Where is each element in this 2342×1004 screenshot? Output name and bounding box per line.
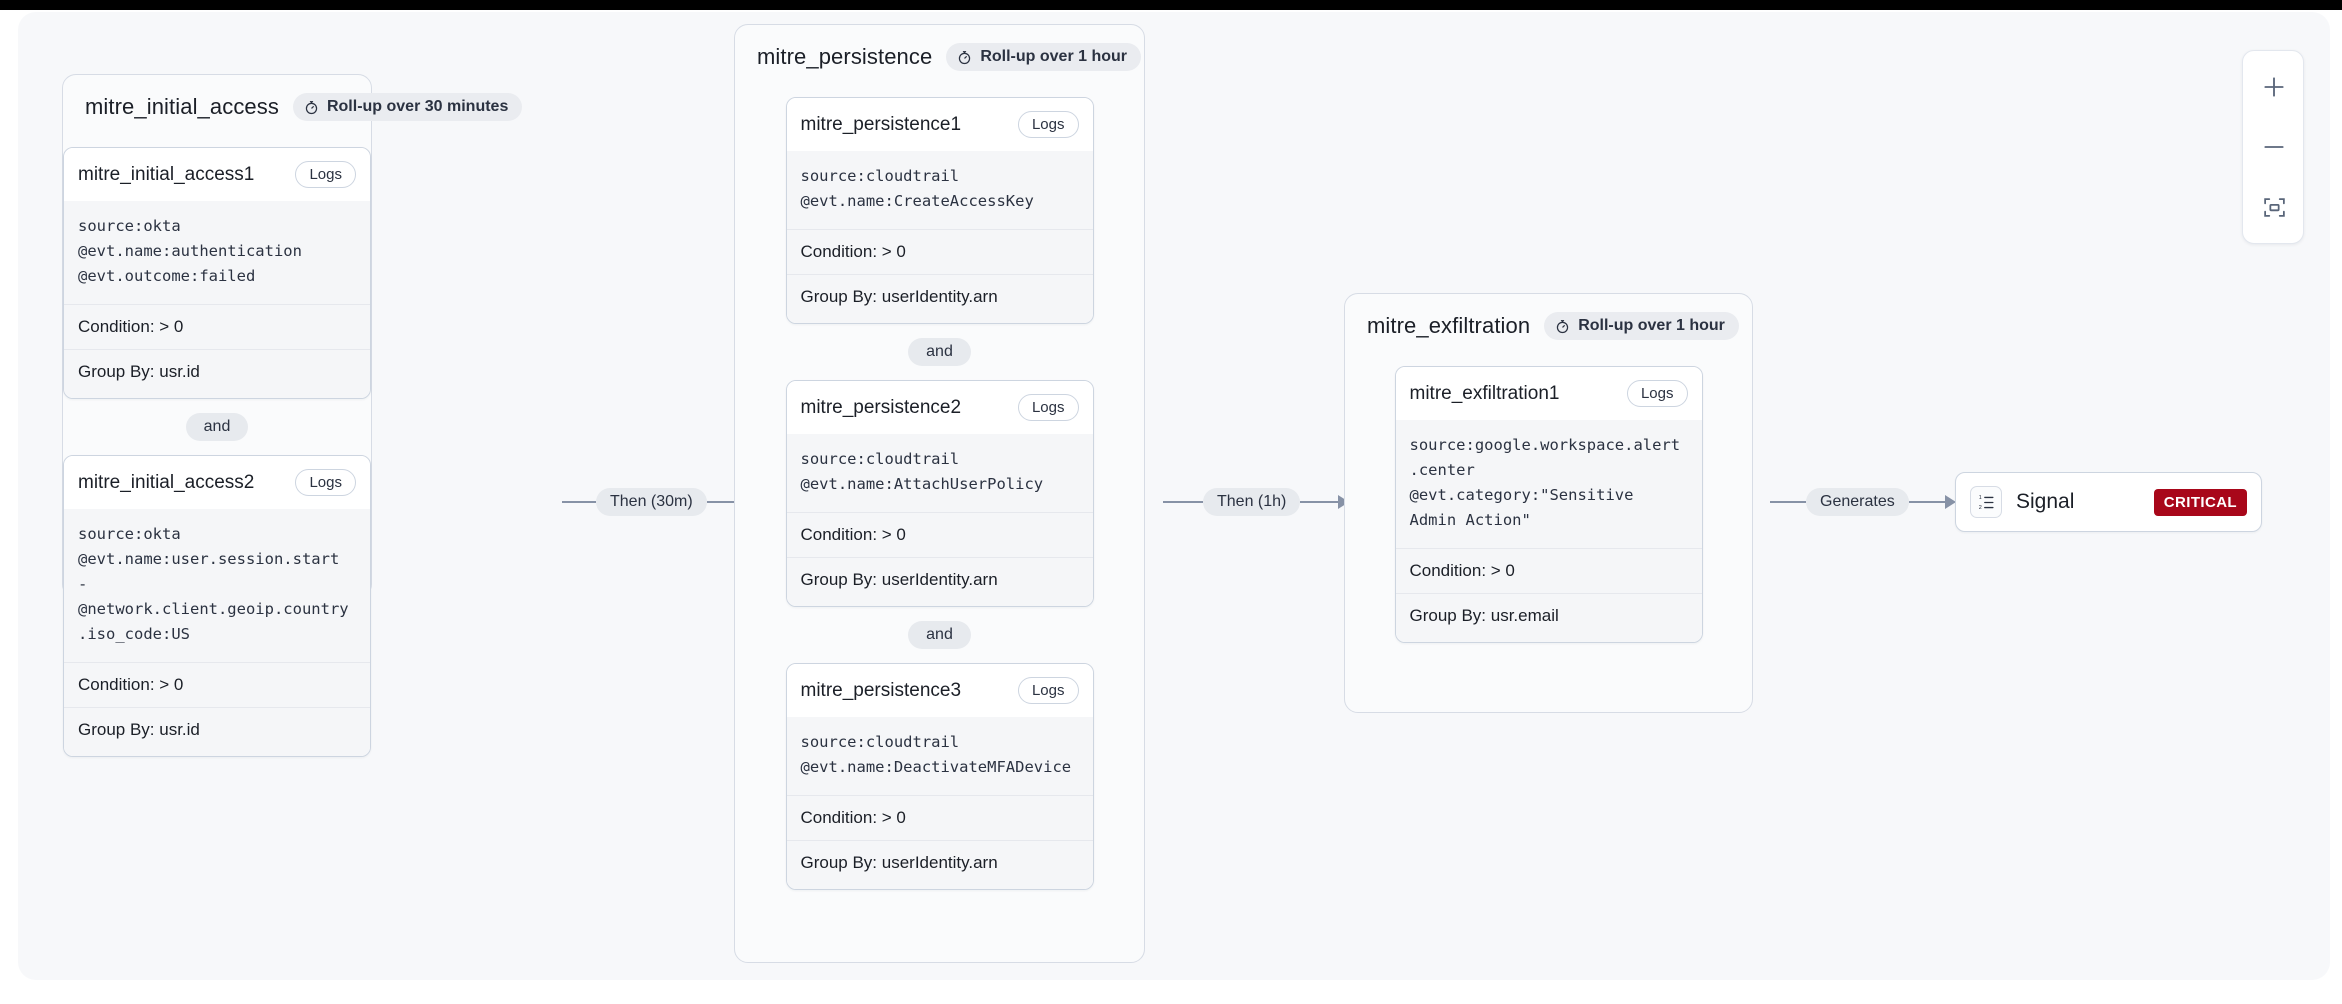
condition-row: Condition: > 0 (64, 663, 370, 708)
rollup-badge: Roll-up over 1 hour (1544, 312, 1739, 340)
group-mitre-exfiltration[interactable]: mitre_exfiltration Roll-up over 1 hour m… (1344, 293, 1753, 713)
fit-view-button[interactable] (2243, 177, 2305, 237)
rollup-label: Roll-up over 30 minutes (326, 98, 509, 115)
connector-label: Generates (1806, 488, 1909, 516)
group-header: mitre_exfiltration Roll-up over 1 hour (1345, 294, 1752, 340)
svg-text:1: 1 (1978, 495, 1981, 501)
connector-line (1770, 501, 1806, 503)
query-card-title: mitre_exfiltration1 (1409, 382, 1560, 404)
query-card[interactable]: mitre_initial_access2 Logs source:okta @… (63, 455, 371, 757)
query-card-header: mitre_persistence3 Logs (786, 664, 1093, 717)
query-card-body: source:okta @evt.name:authentication @ev… (64, 201, 370, 398)
query-card-title: mitre_persistence2 (800, 396, 962, 418)
group-header: mitre_persistence Roll-up over 1 hour (735, 25, 1144, 71)
joiner-and-pill: and (908, 338, 971, 366)
connector-line (1300, 501, 1339, 503)
query-text: source:okta @evt.name:user.session.start… (64, 509, 370, 663)
stopwatch-icon (1555, 319, 1570, 334)
zoom-in-button[interactable] (2243, 57, 2305, 117)
joiner-and-pill: and (185, 413, 249, 441)
workflow-canvas[interactable]: mitre_initial_access Roll-up over 30 min… (18, 12, 2330, 980)
connector-line (1908, 501, 1945, 503)
group-title: mitre_exfiltration (1367, 313, 1531, 338)
svg-text:2: 2 (1978, 505, 1981, 511)
rollup-label: Roll-up over 1 hour (980, 48, 1127, 65)
group-header: mitre_initial_access Roll-up over 30 min… (63, 75, 523, 121)
connector-exfiltration-to-signal: Generates (1770, 488, 1960, 516)
query-card-title: mitre_initial_access2 (78, 471, 255, 493)
connector-arrow-icon (1338, 495, 1350, 509)
source-type-chip[interactable]: Logs (1017, 394, 1079, 421)
zoom-controls[interactable] (2242, 50, 2304, 244)
signal-label: Signal (2016, 490, 2075, 513)
connector-line (1163, 501, 1203, 503)
query-card-header: mitre_initial_access2 Logs (64, 456, 370, 509)
stopwatch-icon (304, 100, 319, 115)
group-title: mitre_initial_access (85, 94, 279, 119)
query-text: source:cloudtrail @evt.name:AttachUserPo… (786, 434, 1093, 513)
group-body: mitre_initial_access1 Logs source:okta @… (63, 121, 371, 783)
severity-badge: CRITICAL (2153, 488, 2247, 516)
query-card-body: source:cloudtrail @evt.name:AttachUserPo… (786, 434, 1093, 606)
query-card-header: mitre_persistence2 Logs (786, 381, 1093, 434)
query-card-body: source:okta @evt.name:user.session.start… (64, 509, 370, 756)
group-by-row: Group By: usr.id (78, 720, 200, 739)
connector-line (562, 501, 596, 503)
query-card[interactable]: mitre_exfiltration1 Logs source:google.w… (1394, 366, 1703, 643)
condition-row: Condition: > 0 (64, 305, 370, 350)
query-text: source:cloudtrail @evt.name:CreateAccess… (786, 151, 1093, 230)
rollup-badge: Roll-up over 1 hour (946, 43, 1141, 71)
query-card[interactable]: mitre_persistence1 Logs source:cloudtrai… (785, 97, 1094, 324)
source-type-chip[interactable]: Logs (1017, 111, 1079, 138)
query-card-title: mitre_persistence3 (800, 679, 962, 701)
group-body: mitre_exfiltration1 Logs source:google.w… (1345, 340, 1752, 669)
condition-row: Condition: > 0 (786, 513, 1093, 558)
query-card[interactable]: mitre_initial_access1 Logs source:okta @… (63, 147, 371, 399)
source-type-chip[interactable]: Logs (295, 161, 356, 188)
zoom-out-button[interactable] (2243, 117, 2305, 177)
source-type-chip[interactable]: Logs (1626, 380, 1688, 407)
group-by-row: Group By: userIdentity.arn (800, 287, 998, 306)
query-card-body: source:google.workspace.alert.center @ev… (1395, 420, 1702, 642)
query-card-header: mitre_initial_access1 Logs (64, 148, 370, 201)
signal-node[interactable]: 1 2 Signal CRITICAL (1955, 472, 2262, 532)
connector-line (706, 501, 735, 503)
joiner-and-pill: and (908, 621, 971, 649)
group-mitre-initial-access[interactable]: mitre_initial_access Roll-up over 30 min… (62, 74, 523, 757)
connector-label: Then (1h) (1203, 488, 1301, 516)
rollup-label: Roll-up over 1 hour (1578, 317, 1725, 334)
group-mitre-persistence[interactable]: mitre_persistence Roll-up over 1 hour mi… (734, 24, 1145, 963)
query-text: source:okta @evt.name:authentication @ev… (64, 201, 370, 305)
query-text: source:google.workspace.alert.center @ev… (1395, 420, 1702, 549)
group-title: mitre_persistence (757, 44, 933, 69)
source-type-chip[interactable]: Logs (295, 469, 356, 496)
stopwatch-icon (957, 50, 972, 65)
query-card[interactable]: mitre_persistence3 Logs source:cloudtrai… (785, 663, 1094, 890)
query-card-body: source:cloudtrail @evt.name:DeactivateMF… (786, 717, 1093, 889)
group-by-row: Group By: usr.id (78, 362, 200, 381)
group-by-row: Group By: userIdentity.arn (800, 853, 998, 872)
connector-label: Then (30m) (596, 488, 707, 516)
query-text: source:cloudtrail @evt.name:DeactivateMF… (786, 717, 1093, 796)
connector-initial-to-persistence: Then (30m) (562, 488, 752, 516)
query-card[interactable]: mitre_persistence2 Logs source:cloudtrai… (785, 380, 1094, 607)
group-by-row: Group By: userIdentity.arn (800, 570, 998, 589)
condition-row: Condition: > 0 (786, 796, 1093, 841)
query-card-header: mitre_persistence1 Logs (786, 98, 1093, 151)
rollup-badge: Roll-up over 30 minutes (292, 93, 523, 121)
window-top-bar (0, 0, 2342, 10)
query-card-title: mitre_persistence1 (800, 113, 962, 135)
condition-row: Condition: > 0 (786, 230, 1093, 275)
group-body: mitre_persistence1 Logs source:cloudtrai… (735, 71, 1144, 916)
source-type-chip[interactable]: Logs (1017, 677, 1079, 704)
ordered-list-icon: 1 2 (1970, 486, 2002, 518)
query-card-title: mitre_initial_access1 (78, 163, 255, 185)
query-card-header: mitre_exfiltration1 Logs (1395, 367, 1702, 420)
connector-persistence-to-exfiltration: Then (1h) (1163, 488, 1353, 516)
group-by-row: Group By: usr.email (1409, 606, 1559, 625)
connector-arrow-icon (1944, 495, 1956, 509)
condition-row: Condition: > 0 (1395, 549, 1702, 594)
query-card-body: source:cloudtrail @evt.name:CreateAccess… (786, 151, 1093, 323)
